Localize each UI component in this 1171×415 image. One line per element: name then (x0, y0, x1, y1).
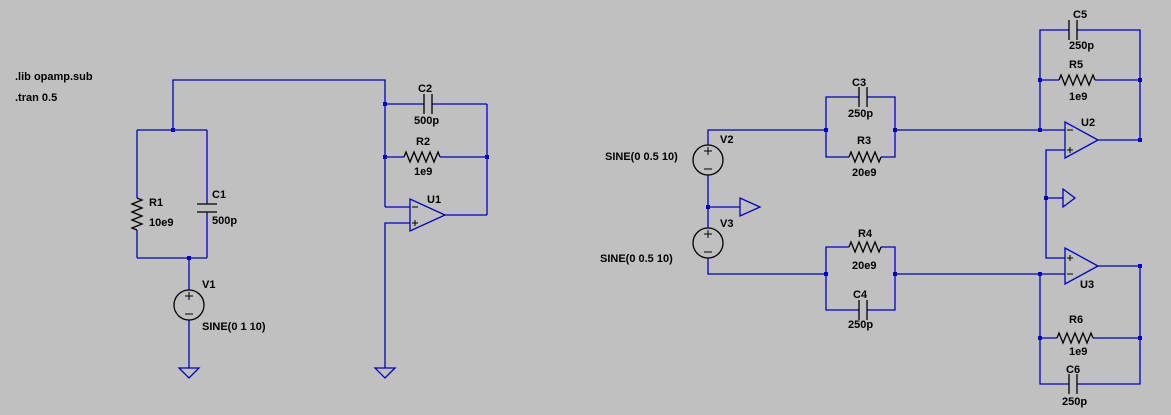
ground-symbol-u1 (373, 367, 397, 379)
r3-value: 20e9 (852, 167, 876, 179)
c6-value: 250p (1062, 396, 1087, 408)
ground-symbol-v2v3 (739, 196, 762, 218)
resistor-r4[interactable]: R4 20e9 (848, 228, 882, 272)
capacitor-c4[interactable]: C4 250p (848, 289, 873, 331)
capacitor-c5[interactable]: C5 250p (1068, 9, 1094, 52)
capacitor-c3[interactable]: C3 250p (848, 77, 873, 120)
capacitor-c6[interactable]: C6 250p (1062, 364, 1087, 408)
resistor-r3[interactable]: R3 20e9 (848, 135, 882, 179)
r4-value: 20e9 (852, 260, 876, 272)
r1-name: R1 (149, 197, 163, 209)
capacitor-c2[interactable]: C2 500p (414, 83, 439, 127)
r2-value: 1e9 (414, 166, 432, 178)
r6-value: 1e9 (1069, 346, 1087, 358)
c3-name: C3 (852, 77, 866, 89)
resistor-r6[interactable]: R6 1e9 (1056, 314, 1094, 358)
c3-value: 250p (848, 108, 873, 120)
resistor-r2[interactable]: R2 1e9 (403, 136, 441, 178)
v1-value: SINE(0 1 10) (202, 321, 266, 333)
v1-name: V1 (202, 279, 215, 291)
v3-name: V3 (720, 218, 733, 230)
junctions-left (171, 102, 489, 260)
resistor-r1[interactable]: R1 10e9 (130, 197, 173, 231)
c1-value: 500p (212, 215, 237, 227)
voltage-source-v2[interactable]: V2 SINE(0 0.5 10) (605, 134, 733, 176)
v2-value: SINE(0 0.5 10) (605, 151, 678, 163)
u3-name: U3 (1080, 279, 1094, 291)
r6-name: R6 (1069, 314, 1083, 326)
opamp-u2[interactable]: U2 (1064, 117, 1100, 160)
c6-name: C6 (1066, 364, 1080, 376)
r3-name: R3 (857, 135, 871, 147)
r2-name: R2 (416, 136, 430, 148)
r1-value: 10e9 (149, 217, 173, 229)
spice-directive-tran[interactable]: .tran 0.5 (15, 92, 57, 104)
voltage-source-v3[interactable]: V3 SINE(0 0.5 10) (600, 218, 733, 265)
c1-name: C1 (212, 189, 226, 201)
c2-value: 500p (414, 115, 439, 127)
r4-name: R4 (858, 228, 873, 240)
c5-value: 250p (1069, 40, 1094, 52)
r5-name: R5 (1069, 59, 1083, 71)
u1-name: U1 (427, 194, 441, 206)
voltage-source-v1[interactable]: V1 SINE(0 1 10) (173, 279, 266, 333)
capacitor-c1[interactable]: C1 500p (197, 189, 237, 227)
wires-right (707, 29, 1141, 385)
opamp-u3[interactable]: U3 (1064, 246, 1100, 291)
resistor-r5[interactable]: R5 1e9 (1058, 59, 1096, 103)
ground-symbol-opamps (1062, 187, 1077, 209)
spice-directive-lib[interactable]: .lib opamp.sub (15, 71, 93, 83)
c4-value: 250p (848, 319, 873, 331)
u2-name: U2 (1081, 117, 1095, 129)
junctions-right (706, 78, 1142, 340)
ground-symbol-left (177, 367, 201, 379)
v3-value: SINE(0 0.5 10) (600, 253, 673, 265)
v2-name: V2 (720, 134, 733, 146)
c5-name: C5 (1073, 9, 1087, 21)
c2-name: C2 (418, 83, 432, 95)
c4-name: C4 (853, 289, 868, 301)
wires-left (136, 79, 488, 368)
r5-value: 1e9 (1069, 91, 1087, 103)
opamp-u1[interactable]: U1 (409, 194, 447, 233)
